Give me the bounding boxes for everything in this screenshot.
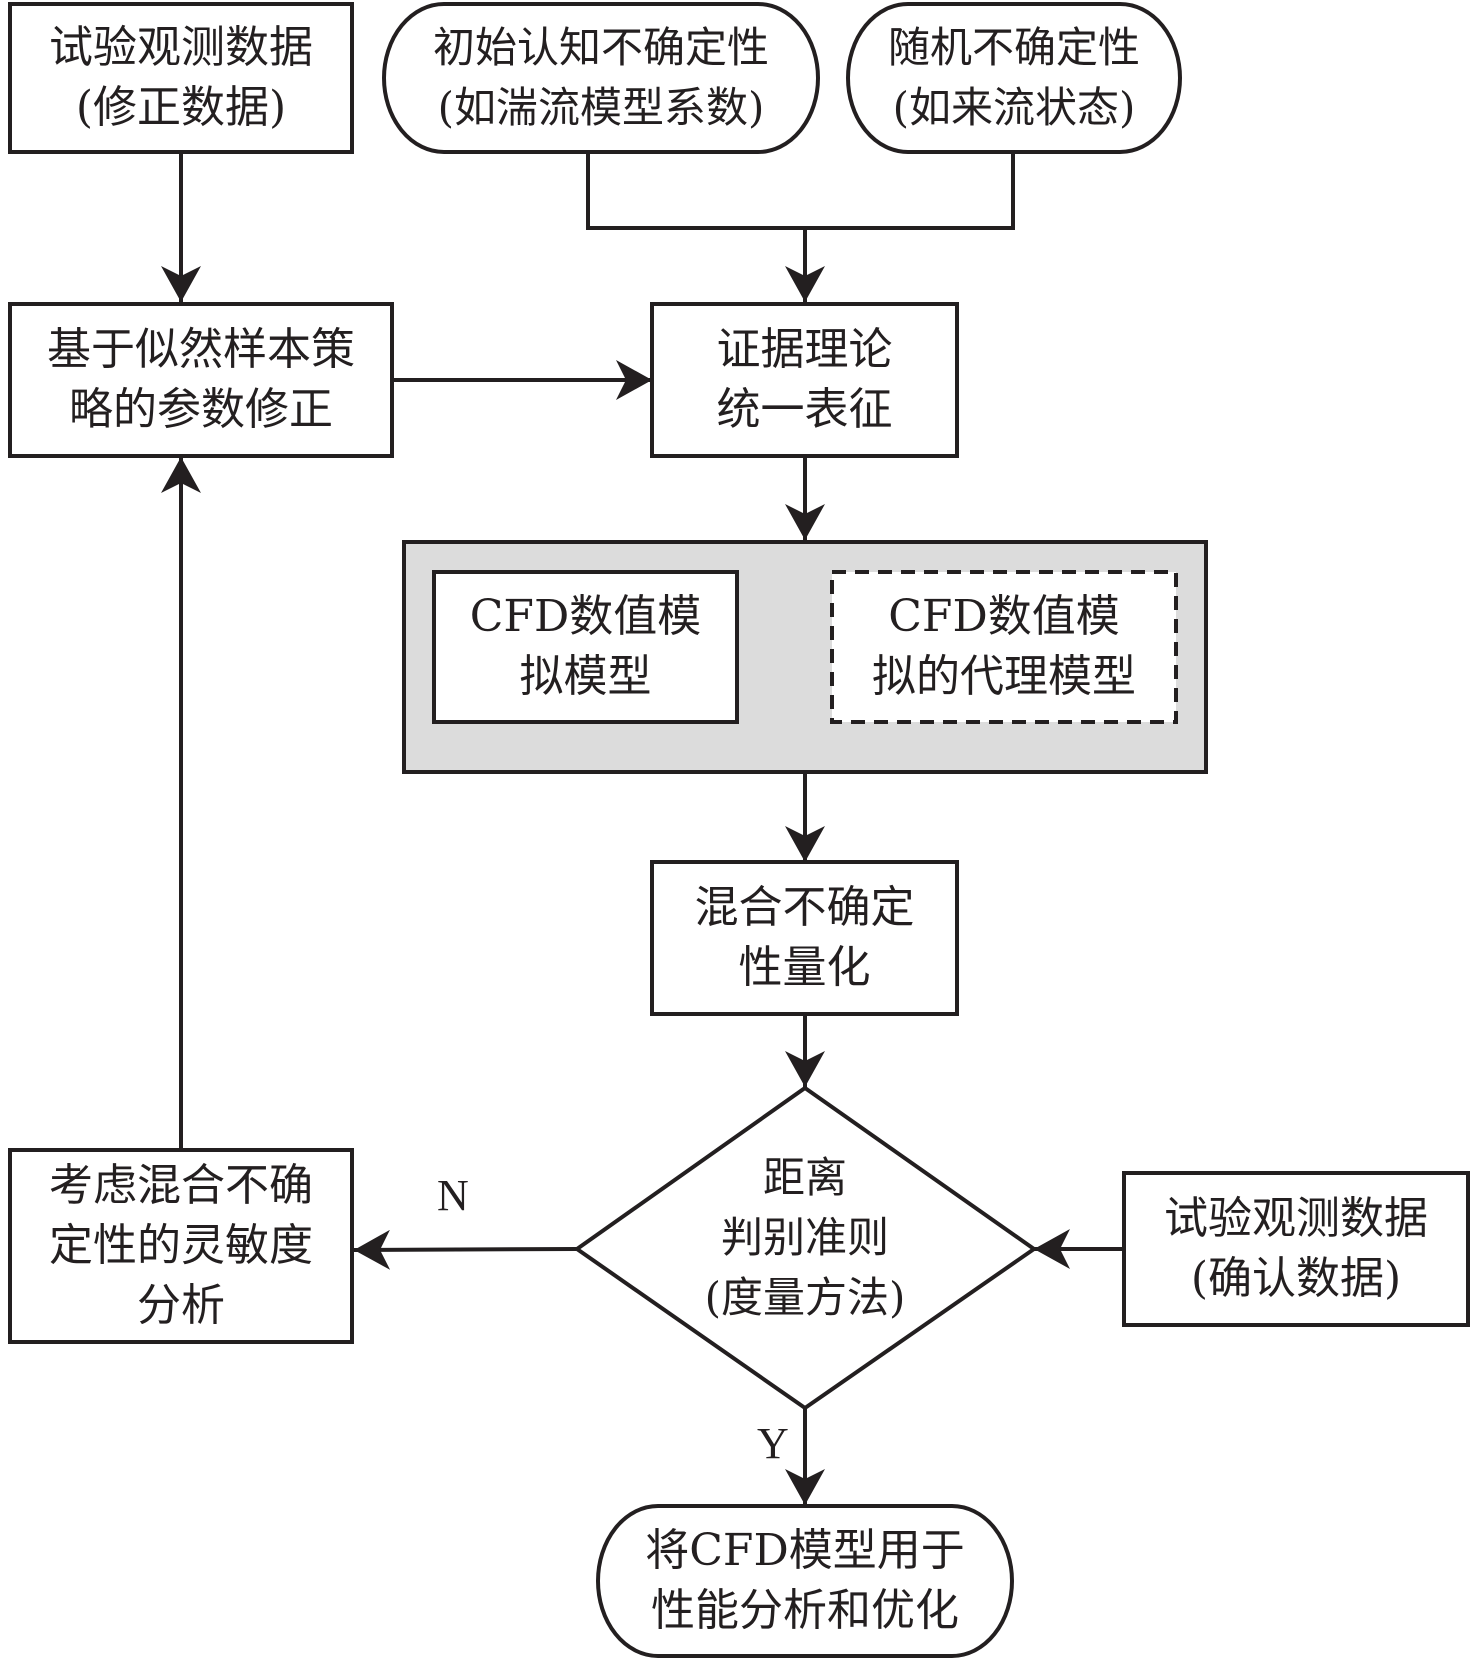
label-line: 混合不确定 [694,882,915,933]
node-epistemic-uncertainty [382,2,820,154]
label-line: (如湍流模型系数) [437,83,765,132]
label-line: 定性的灵敏度 [49,1220,313,1271]
node-validation-data [1122,1171,1470,1327]
node-application [596,1504,1014,1658]
node-aleatory-uncertainty [846,2,1182,154]
label-line: 证据理论 [716,324,893,375]
label-line: 性量化 [738,942,871,993]
node-calibration-data [8,2,354,154]
label-application: 将CFD模型用于 性能分析和优化 [598,1506,1012,1656]
label-line: 考虑混合不确 [49,1160,313,1211]
label-line: (修正数据) [75,82,287,133]
label-surrogate-model: CFD数值模 拟的代理模型 [832,572,1176,722]
edge-label-yes: Y [757,1419,789,1468]
label-line: (如来流状态) [892,83,1136,132]
label-sensitivity: 考虑混合不确 定性的灵敏度 分析 [10,1150,352,1342]
label-line: (确认数据) [1190,1253,1402,1304]
label-line: 将CFD模型用于 [645,1525,965,1576]
label-line: 基于似然样本策 [47,324,355,375]
label-line: 拟模型 [519,651,652,702]
edge-label-no: N [437,1171,469,1220]
label-line: CFD数值模 [888,591,1120,642]
label-evidence-theory: 证据理论 统一表征 [652,304,957,456]
label-line: (度量方法) [704,1273,906,1322]
label-line: 性能分析和优化 [651,1585,959,1636]
node-decision [573,1085,1038,1411]
label-aleatory-uncertainty: 随机不确定性 (如来流状态) [848,4,1180,152]
node-cfd-model [432,570,739,724]
label-validation-data: 试验观测数据 (确认数据) [1124,1173,1468,1325]
node-evidence-theory [650,302,959,458]
edge-uncertainty-merge [586,152,1015,230]
edge-decision-to-sensitivity-no [353,1229,578,1270]
label-parameter-calibration: 基于似然样本策 略的参数修正 [10,304,392,456]
label-line: 随机不确定性 [887,23,1140,72]
node-uq [650,860,959,1016]
label-line: 统一表征 [716,384,893,435]
label-epistemic-uncertainty: 初始认知不确定性 (如湍流模型系数) [384,4,818,152]
label-line: 距离 [762,1153,847,1202]
label-decision: 距离 判别准则 (度量方法) [630,1140,980,1336]
label-line: 略的参数修正 [69,384,333,435]
node-parameter-calibration [8,302,394,458]
label-line: 分析 [137,1280,225,1331]
label-line: 拟的代理模型 [872,651,1136,702]
node-surrogate-model [830,570,1178,724]
label-uq: 混合不确定 性量化 [652,862,957,1014]
label-calibration-data: 试验观测数据 (修正数据) [10,4,352,152]
label-line: 判别准则 [720,1213,889,1262]
label-line: 初始认知不确定性 [432,23,769,72]
label-cfd-model: CFD数值模 拟模型 [434,572,737,722]
label-line: 试验观测数据 [49,22,313,73]
label-line: CFD数值模 [469,591,702,642]
node-sensitivity [8,1148,354,1344]
label-line: 试验观测数据 [1164,1193,1428,1244]
